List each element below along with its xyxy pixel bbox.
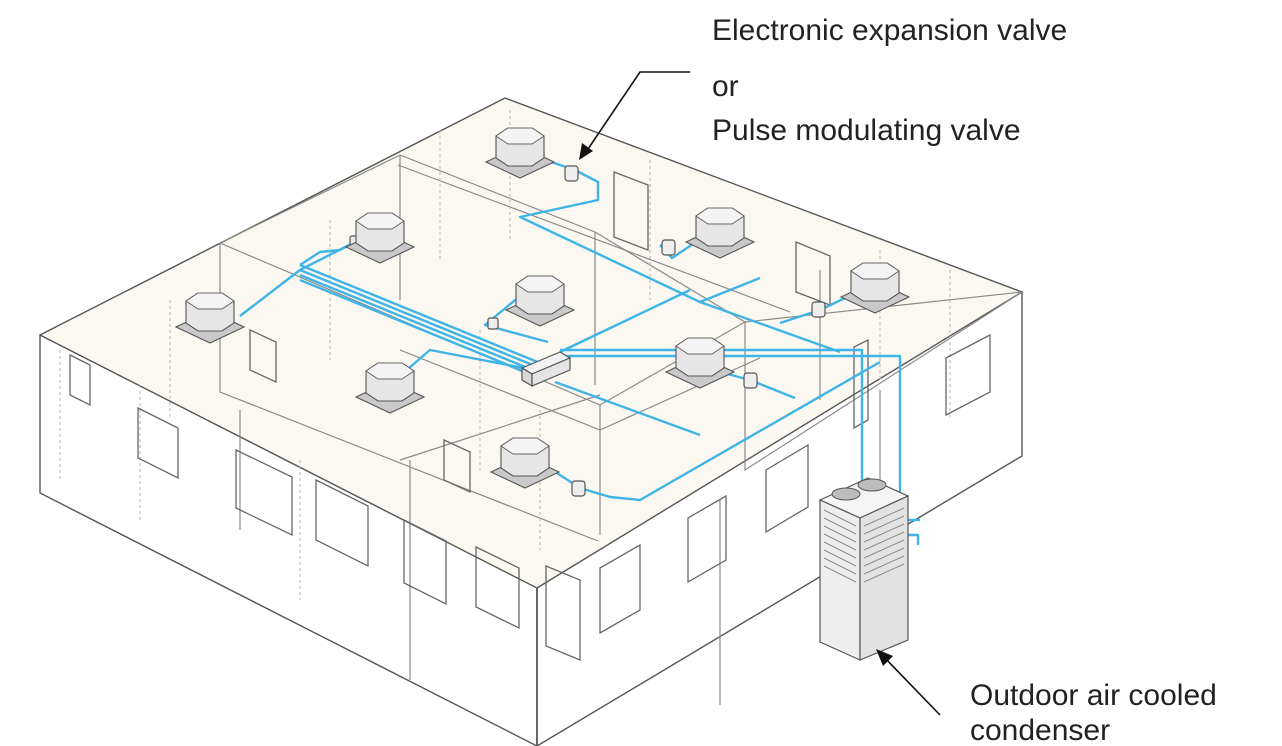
window [545, 565, 581, 661]
condenser-label-line2: condenser [970, 714, 1110, 746]
condenser-arrowhead [876, 649, 893, 666]
window [945, 333, 991, 417]
condenser-fan [857, 478, 887, 492]
window [249, 328, 277, 384]
indoor-cassette-unit [354, 362, 426, 414]
pipe-bundle [299, 273, 546, 377]
outdoor-condenser-unit [818, 477, 910, 661]
valve [811, 301, 826, 318]
window [687, 494, 727, 584]
indoor-cassette-unit [344, 212, 416, 264]
indoor-units [174, 127, 911, 489]
valve-arrowhead [579, 143, 593, 160]
window [853, 338, 869, 430]
indoor-cassette-unit [489, 437, 561, 489]
condenser-callout-arrow [882, 655, 941, 716]
valve-callout-arrow [585, 71, 690, 153]
valve [661, 239, 676, 256]
callout-arrows [579, 71, 941, 716]
indoor-cassette-unit [504, 275, 576, 327]
pipe-branch [483, 295, 549, 344]
pipe-branch [554, 380, 701, 437]
valve [564, 165, 579, 182]
labels: Electronic expansion valve or Pulse modu… [712, 14, 1217, 746]
pipe-main-trunk-2 [560, 354, 920, 522]
valve-label-line2: or [712, 70, 739, 103]
window [69, 353, 91, 407]
building-top-edge [39, 97, 1023, 336]
pipe-bundle [299, 268, 546, 372]
window [403, 518, 447, 606]
indoor-cassette-unit [484, 127, 556, 179]
valve-label-line3: Pulse modulating valve [712, 114, 1021, 147]
window [613, 171, 649, 251]
pipe-branch [559, 288, 691, 354]
window [315, 478, 369, 568]
condenser-coil [823, 507, 905, 583]
window [475, 545, 520, 630]
window [235, 448, 293, 537]
window [765, 443, 809, 534]
building [39, 97, 1023, 746]
branch-distribution-box [520, 351, 572, 388]
window [443, 438, 471, 494]
valve-label-line1: Electronic expansion valve [712, 14, 1067, 47]
pipe-branch [539, 360, 881, 502]
valve [743, 372, 758, 389]
interior-partitions [59, 110, 1023, 705]
indoor-cassette-unit [684, 207, 756, 259]
pipe-bundle [299, 263, 546, 367]
indoor-cassette-unit [664, 337, 736, 389]
condenser-label-line1: Outdoor air cooled [970, 679, 1217, 712]
window [599, 543, 641, 635]
indoor-cassette-unit [174, 292, 246, 344]
building-front-left-wall [39, 333, 538, 746]
condenser-fan [831, 487, 861, 501]
valve [487, 317, 499, 330]
building-floor [40, 98, 1022, 588]
indoor-cassette-unit [839, 262, 911, 314]
pipe-branch [699, 300, 841, 354]
window [137, 406, 179, 480]
valve [571, 480, 586, 497]
